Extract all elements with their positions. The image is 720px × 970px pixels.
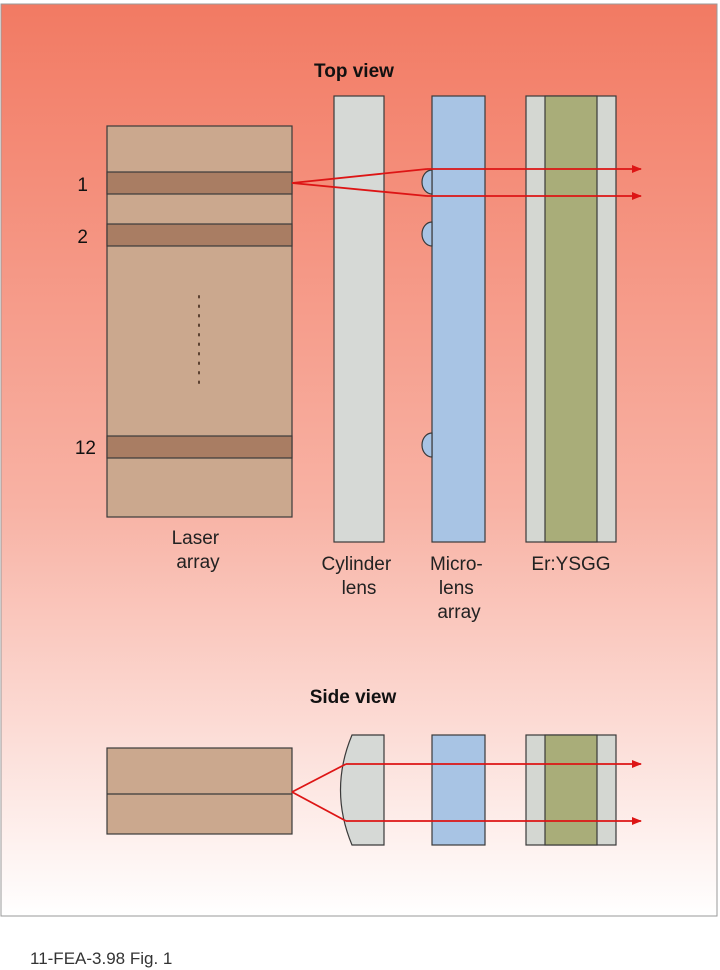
laser-array-label-line-2: array: [176, 552, 220, 573]
microlens-array-label-line-1: Micro-: [430, 554, 483, 575]
laser-array-label: Laser array: [172, 528, 225, 573]
figure-caption: 11-FEA-3.98 Fig. 1: [30, 949, 172, 968]
microlens-array-body: [431, 95, 486, 543]
microlens-2: [421, 221, 433, 247]
cylinder-lens-label: Cylinder lens: [322, 554, 397, 599]
side-beam-diverge-upper: [291, 763, 347, 793]
cylinder-lens: [333, 95, 385, 543]
side-microlens: [431, 734, 486, 846]
top-view: Top view 1 2 12: [75, 61, 642, 623]
side-view-heading: Side view: [310, 687, 397, 708]
cylinder-lens-label-line-2: lens: [342, 578, 377, 599]
side-view-beams: [291, 760, 642, 825]
emitter-stripe-1: [106, 171, 293, 195]
emitter-stripe-2: [106, 223, 293, 247]
laser-array: [106, 125, 293, 518]
cylinder-lens-label-line-1: Cylinder: [322, 554, 392, 575]
crystal-core: [544, 95, 598, 543]
crystal-label-line-1: Er:YSGG: [531, 554, 610, 575]
beam-diverge-lower: [291, 182, 428, 197]
microlens-array-label-line-2: lens: [439, 578, 474, 599]
emitter-label-2: 2: [77, 227, 88, 248]
side-crystal-core: [544, 734, 598, 846]
microlens-array: [421, 95, 486, 543]
emitter-stripe-12: [106, 435, 293, 459]
side-laser-bar: [106, 747, 293, 835]
crystal-label: Er:YSGG: [531, 554, 610, 575]
side-beam-diverge-lower: [291, 791, 347, 822]
microlens-12: [421, 432, 433, 458]
emitter-label-1: 1: [77, 175, 88, 196]
top-view-beams: [291, 165, 642, 200]
microlens-array-label-line-3: array: [437, 602, 481, 623]
laser-array-label-line-1: Laser: [172, 528, 220, 549]
microlens-array-label: Micro- lens array: [430, 554, 488, 623]
side-view: Side view: [106, 687, 642, 846]
beam-diverge-upper: [291, 168, 428, 184]
side-cylinder-lens: [339, 734, 385, 846]
microlens-1: [421, 169, 433, 195]
emitter-label-12: 12: [75, 438, 96, 459]
crystal: [525, 95, 617, 543]
top-view-heading: Top view: [314, 61, 394, 82]
